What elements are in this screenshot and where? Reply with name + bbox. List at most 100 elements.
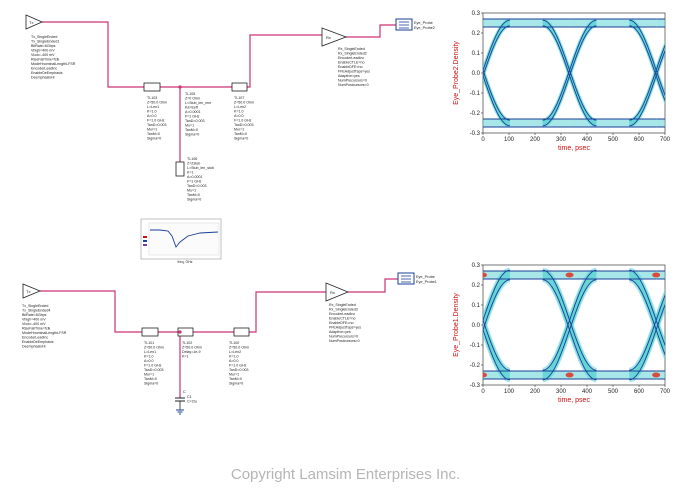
tline-tl103[interactable] — [143, 82, 161, 92]
param-line: RiseFallTime=fclk — [31, 58, 60, 62]
rx-receiver-bottom-icon[interactable] — [325, 282, 350, 302]
eye-xlabel: time, psec — [558, 145, 590, 152]
tx-source-top-icon[interactable] — [25, 14, 43, 30]
param-line: TanD=0.003 — [185, 119, 204, 123]
eye-probe-top-label: Eye_Probe — [414, 21, 433, 25]
eye-trace — [370, 20, 424, 120]
wire-top-1 — [42, 21, 144, 88]
eye-plot-frame — [482, 12, 666, 134]
y-tick-label: 0.3 — [472, 11, 481, 17]
param-line: RiseFallTime=fclk — [22, 327, 51, 331]
wires-top — [42, 21, 396, 162]
param-line: BitRate=6Gbps — [22, 313, 47, 317]
param-line: L=Len2 — [229, 350, 241, 354]
eye-trace-halo — [370, 270, 424, 370]
param-line: TanD=0.003 — [234, 123, 253, 127]
x-tick-label: 500 — [608, 137, 619, 143]
tline-tl102[interactable] — [177, 327, 194, 337]
thumbnail-xlabel: freq, GHz — [178, 260, 193, 264]
param-line: Z=50.0 Ohm — [229, 346, 249, 350]
tline-tl102-params: TL102 Z=50.0 Ohm Delay=1e-9 K=1 — [182, 341, 202, 359]
wire-bottom-1 — [40, 290, 142, 333]
tline-tl101[interactable] — [141, 327, 159, 337]
x-tick-label: 500 — [608, 389, 619, 395]
eye-trace — [629, 303, 665, 381]
x-tick-label: 600 — [634, 389, 645, 395]
rx-receiver-top-label: Rx — [326, 35, 331, 40]
param-line: TanD=0.003 — [187, 184, 206, 188]
eye-level-band — [656, 19, 665, 27]
eye-probe-top-icon[interactable] — [395, 18, 413, 31]
param-line: L=Len1 — [147, 105, 159, 109]
param-line: EnableDFE=no — [338, 65, 362, 69]
param-line: Mu=1 — [185, 124, 194, 128]
eye-level-band — [656, 371, 665, 379]
rx-receiver-bottom-label: Rx — [330, 290, 335, 295]
param-line: TL107 — [234, 96, 244, 100]
eye-trace — [629, 294, 665, 371]
param-line: TL101 — [144, 341, 154, 345]
eye-level-band — [569, 371, 657, 379]
param-line: Vlow=-400 mV — [22, 322, 46, 326]
eye-probe-bottom-icon[interactable] — [397, 272, 415, 285]
param-line: NumPrecursors=0 — [338, 79, 367, 83]
param-line: F=1.0 GHz — [229, 364, 247, 368]
eye-trace — [370, 26, 424, 126]
param-line: TL102 — [182, 341, 192, 345]
param-line: NumPrecursors=0 — [329, 335, 358, 339]
y-tick-label: 0.0 — [472, 323, 481, 329]
tline-tl100[interactable] — [233, 327, 250, 337]
eye-hotspot — [565, 272, 574, 278]
param-line: Sigma=0 — [234, 137, 248, 141]
tx-source-bottom-label: Tx — [26, 289, 30, 294]
tline-tl106-stub[interactable] — [175, 161, 185, 177]
eye-trace-halo — [370, 280, 424, 380]
param-line: L=Stub_len_mm — [185, 101, 211, 105]
param-line: F=1 GHz — [185, 115, 200, 119]
param-line: Rx_SingleEnded — [338, 47, 365, 51]
param-line: A=0.0 — [144, 359, 154, 363]
legend-swatch — [143, 236, 147, 238]
param-line: Z=0 Ohm — [185, 97, 200, 101]
tline-tl107[interactable] — [231, 82, 248, 92]
param-line: Z=50.0 Ohm — [147, 101, 167, 105]
param-line: EnableCTLE=no — [329, 317, 355, 321]
param-line: EncoderLeadInc — [31, 67, 57, 71]
rx-receiver-top-icon[interactable] — [321, 27, 348, 47]
eye-trace — [483, 318, 510, 371]
param-line: Sigma=0 — [185, 133, 199, 137]
param-line: TL106 — [187, 157, 197, 161]
eye-probe-bottom-name: Eye_Probe1 — [416, 280, 437, 284]
param-line: EncoderLeadInc — [338, 56, 364, 60]
legend-swatch — [143, 244, 147, 246]
param-line: K=1.0 — [147, 110, 157, 114]
eye-xlabel: time, psec — [558, 397, 590, 404]
eye-hotspot — [392, 373, 400, 378]
eye-trace-halo — [370, 270, 424, 370]
thumbnail-plot: freq, GHz — [140, 218, 222, 264]
tx-source-bottom-icon[interactable] — [22, 283, 42, 299]
capacitor-c1-icon[interactable] — [175, 397, 185, 410]
param-line: Mur=1 — [147, 128, 157, 132]
eye-trace — [370, 270, 424, 370]
param-line: Sigma=0 — [144, 382, 158, 386]
capacitor-label: C — [183, 390, 186, 394]
param-line: A=0.0 — [147, 114, 157, 118]
eye-trace-halo — [370, 23, 424, 123]
eye-ylabel: Eye_Probe1.Density — [453, 293, 460, 357]
eye-traces — [370, 267, 665, 383]
tline-tl101-params: TL101 Z=50.0 Ohm L=Len1 K=1.0 A=0.0 F=1.… — [144, 341, 164, 386]
param-line: TanM=0 — [234, 132, 247, 136]
tx-source-bottom-params: Tx_SingleEnded Tx_SingleEnded4 BitRate=6… — [22, 304, 67, 349]
param-line: BitRate=6Gbps — [31, 44, 56, 48]
eye-probe-bottom-label: Eye_Probe — [416, 275, 435, 279]
tx-source-top-params: Tx_SingleEnded Tx_SingleEnded1 BitRate=6… — [31, 35, 76, 80]
eye-level-band — [569, 19, 657, 27]
x-tick-label: 100 — [504, 137, 515, 143]
x-tick-label: 600 — [634, 137, 645, 143]
eye-trace — [370, 280, 424, 380]
eye-trace — [542, 25, 597, 127]
param-line: FFEAdjustTaps=yes — [329, 326, 361, 330]
y-tick-label: 0.1 — [472, 51, 481, 57]
